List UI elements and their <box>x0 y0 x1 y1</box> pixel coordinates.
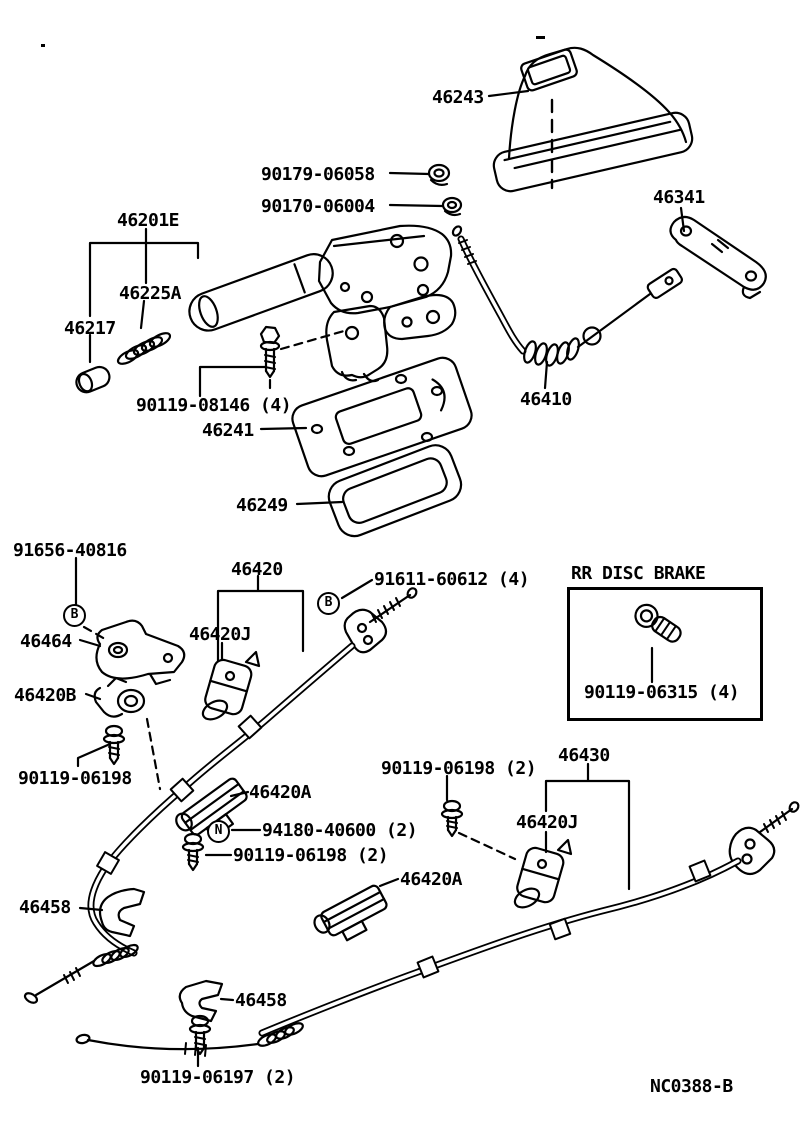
clamp-46420j-right-drawing <box>513 838 573 909</box>
nut-90179-06058-drawing <box>427 163 451 186</box>
part-label-90179-06058: 90179-06058 <box>261 164 375 185</box>
gasket-46249-drawing <box>327 444 463 538</box>
part-label-46243: 46243 <box>432 87 484 108</box>
pin-46217-drawing <box>75 365 111 394</box>
part-label-46410: 46410 <box>520 389 572 410</box>
bolt-90119-06197-drawing <box>188 1014 212 1056</box>
bracket-46341-drawing <box>669 215 767 300</box>
part-label-46201e: 46201E <box>117 210 180 231</box>
part-label-90119-06197: 90119-06197 (2) <box>140 1067 296 1088</box>
part-label-90119-08146: 90119-08146 (4) <box>136 395 292 416</box>
part-label-90119-06198-left: 90119-06198 (2) <box>233 845 389 866</box>
part-label-46420: 46420 <box>231 559 283 580</box>
fastener-badge-b2-icon: B <box>317 592 340 615</box>
lever-46201-drawing <box>188 224 457 383</box>
clip-46458-2-drawing <box>178 979 224 1023</box>
part-label-94180-40600: 94180-40600 (2) <box>262 820 418 841</box>
clamp-46420j-left-drawing <box>201 650 261 721</box>
leader-lines <box>74 89 686 1068</box>
part-label-90170-06004: 90170-06004 <box>261 196 375 217</box>
plate-46241-drawing <box>291 356 473 478</box>
part-label-46458-1: 46458 <box>19 897 71 918</box>
front-cable-46410-drawing <box>451 225 684 367</box>
part-label-46458-2: 46458 <box>235 990 287 1011</box>
part-label-46420j-right: 46420J <box>516 812 579 833</box>
inset-title: RR DISC BRAKE <box>571 563 706 584</box>
part-label-91656-40816: 91656-40816 <box>13 540 127 561</box>
drawing-code: NC0388-B <box>650 1076 733 1097</box>
part-label-46430: 46430 <box>558 745 610 766</box>
part-label-46420a-2: 46420A <box>400 869 463 890</box>
rear-cable-left-46420-drawing <box>23 587 418 1004</box>
print-specks <box>41 36 545 47</box>
fastener-badge-b-icon: B <box>63 604 86 627</box>
part-label-46420j-left: 46420J <box>189 624 252 645</box>
dashed-assembly-lines <box>82 625 517 861</box>
spring-46225a-drawing <box>116 332 172 365</box>
bolt-90119-06198-left-drawing <box>181 832 205 872</box>
bolt-90119-08146-drawing <box>259 325 346 395</box>
inset-box <box>567 587 763 721</box>
part-label-46420a-1: 46420A <box>249 782 312 803</box>
part-label-46341: 46341 <box>653 187 705 208</box>
bolt-90119-06198-right-drawing <box>440 799 464 838</box>
part-label-90119-06198-right: 90119-06198 (2) <box>381 758 537 779</box>
clamp-46420a-2-drawing <box>313 884 388 942</box>
part-label-46420b: 46420B <box>14 685 77 706</box>
clamp-46420b-drawing <box>93 676 146 718</box>
nut-90170-06004-drawing <box>441 196 463 217</box>
inset-part-label-90119-06315: 90119-06315 (4) <box>584 682 740 703</box>
equalizer-46464-drawing <box>95 619 186 686</box>
part-label-46217: 46217 <box>64 318 116 339</box>
part-label-46241: 46241 <box>202 420 254 441</box>
part-label-90119-06198: 90119-06198 <box>18 768 132 789</box>
rear-cable-right-46430-drawing <box>75 801 800 1057</box>
boot-46243-drawing <box>492 46 694 193</box>
part-label-46464: 46464 <box>20 631 72 652</box>
fastener-badge-n-icon: N <box>207 820 230 843</box>
clip-46458-1-drawing <box>98 887 146 938</box>
inset-bolt-90119-06315-drawing <box>634 603 682 643</box>
part-label-91611-60612: 91611-60612 (4) <box>374 569 530 590</box>
part-label-46249: 46249 <box>236 495 288 516</box>
part-label-46225a: 46225A <box>119 283 182 304</box>
